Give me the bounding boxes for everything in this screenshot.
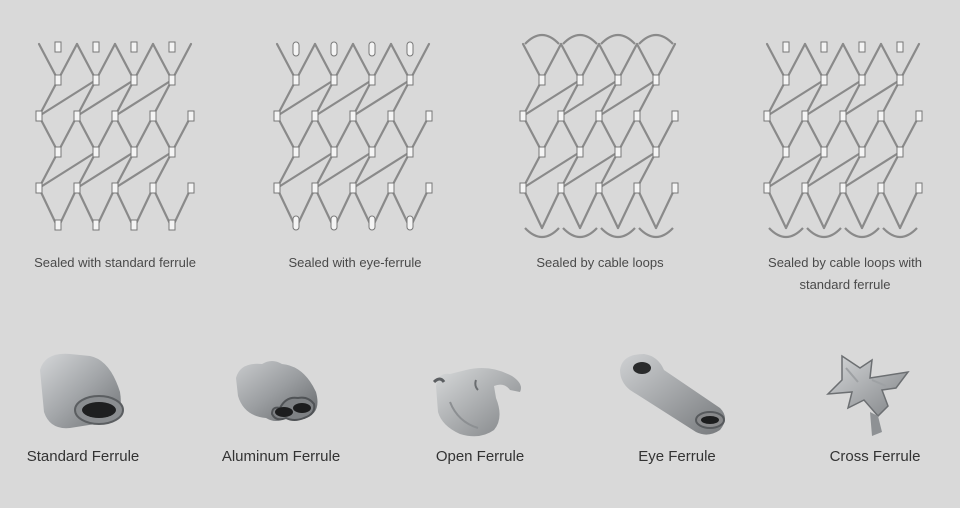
standard-ferrule-icon xyxy=(20,342,150,442)
mesh-svg xyxy=(273,41,433,231)
part-label-aluminum-ferrule: Aluminum Ferrule xyxy=(221,448,341,465)
cross-ferrule-icon xyxy=(812,342,942,442)
caption-cable-loops-ferrule: Sealed by cable loops with standard ferr… xyxy=(740,252,950,296)
mesh-svg xyxy=(763,41,923,239)
eye-ferrule-icon xyxy=(612,342,742,442)
part-label-standard-ferrule: Standard Ferrule xyxy=(26,448,140,465)
part-label-open-ferrule: Open Ferrule xyxy=(435,448,525,465)
mesh-eye-ferrule xyxy=(268,32,438,252)
mesh-standard-ferrule xyxy=(30,32,200,252)
aluminum-ferrule-icon xyxy=(220,342,350,442)
open-ferrule-icon xyxy=(420,342,550,442)
part-label-cross-ferrule: Cross Ferrule xyxy=(829,448,921,465)
mesh-svg xyxy=(519,33,679,239)
part-label-eye-ferrule: Eye Ferrule xyxy=(638,448,716,465)
mesh-cable-loops-ferrule xyxy=(758,32,928,252)
caption-line-2: standard ferrule xyxy=(799,277,891,292)
mesh-cable-loops xyxy=(514,32,684,252)
caption-eye-ferrule: Sealed with eye-ferrule xyxy=(288,255,422,270)
caption-line-1: Sealed by cable loops with xyxy=(768,255,922,270)
caption-standard-ferrule: Sealed with standard ferrule xyxy=(34,255,196,270)
caption-cable-loops: Sealed by cable loops xyxy=(536,255,664,270)
mesh-svg xyxy=(35,41,195,231)
